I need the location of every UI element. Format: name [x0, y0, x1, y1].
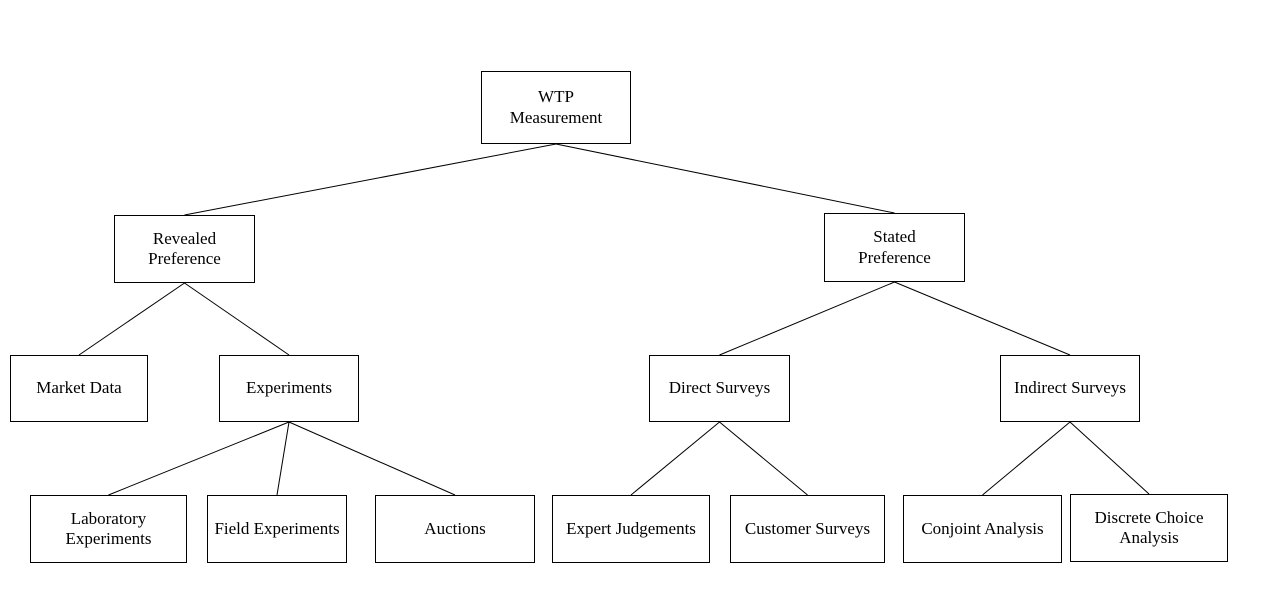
node-label-conjoint-analysis: Conjoint Analysis — [921, 518, 1044, 538]
node-label-revealed-preference: Revealed Preference — [148, 228, 221, 268]
node-market-data: Market Data — [10, 355, 148, 422]
node-auctions: Auctions — [375, 495, 535, 563]
connector-stated-preference-to-direct-surveys — [719, 281, 895, 356]
node-label-customer-surveys: Customer Surveys — [744, 518, 871, 538]
node-label-field-experiments: Field Experiments — [214, 518, 340, 538]
connector-direct-surveys-to-expert-judgements — [630, 421, 720, 496]
connector-revealed-preference-to-market-data — [78, 282, 185, 356]
node-revealed-preference: Revealed Preference — [114, 215, 255, 283]
connector-indirect-surveys-to-discrete-choice-analysis — [1069, 421, 1150, 495]
connector-stated-preference-to-indirect-surveys — [894, 281, 1071, 356]
connector-experiments-to-auctions — [288, 421, 456, 496]
node-label-wtp-measurement: WTP Measurement — [509, 87, 603, 127]
connector-wtp-measurement-to-revealed-preference — [184, 143, 557, 216]
connector-direct-surveys-to-customer-surveys — [719, 421, 808, 496]
node-label-experiments: Experiments — [246, 378, 332, 398]
node-label-market-data: Market Data — [36, 378, 122, 398]
connector-experiments-to-field-experiments — [276, 421, 290, 496]
node-expert-judgements: Expert Judgements — [552, 495, 710, 563]
node-discrete-choice-analysis: Discrete Choice Analysis — [1070, 494, 1228, 562]
node-direct-surveys: Direct Surveys — [649, 355, 790, 422]
connector-wtp-measurement-to-stated-preference — [555, 143, 895, 214]
node-label-expert-judgements: Expert Judgements — [566, 518, 696, 538]
node-customer-surveys: Customer Surveys — [730, 495, 885, 563]
node-label-stated-preference: Stated Preference — [858, 227, 931, 267]
node-conjoint-analysis: Conjoint Analysis — [903, 495, 1062, 563]
node-label-auctions: Auctions — [424, 518, 486, 538]
node-wtp-measurement: WTP Measurement — [481, 71, 631, 144]
connector-experiments-to-laboratory-experiments — [108, 421, 290, 496]
connector-revealed-preference-to-experiments — [184, 282, 290, 356]
node-stated-preference: Stated Preference — [824, 213, 965, 282]
node-label-discrete-choice-analysis: Discrete Choice Analysis — [1094, 507, 1204, 547]
node-label-laboratory-experiments: Laboratory Experiments — [65, 508, 152, 548]
node-laboratory-experiments: Laboratory Experiments — [30, 495, 187, 563]
connector-indirect-surveys-to-conjoint-analysis — [982, 421, 1071, 496]
node-experiments: Experiments — [219, 355, 359, 422]
node-indirect-surveys: Indirect Surveys — [1000, 355, 1140, 422]
node-label-direct-surveys: Direct Surveys — [668, 378, 771, 398]
node-field-experiments: Field Experiments — [207, 495, 347, 563]
node-label-indirect-surveys: Indirect Surveys — [1014, 378, 1126, 398]
